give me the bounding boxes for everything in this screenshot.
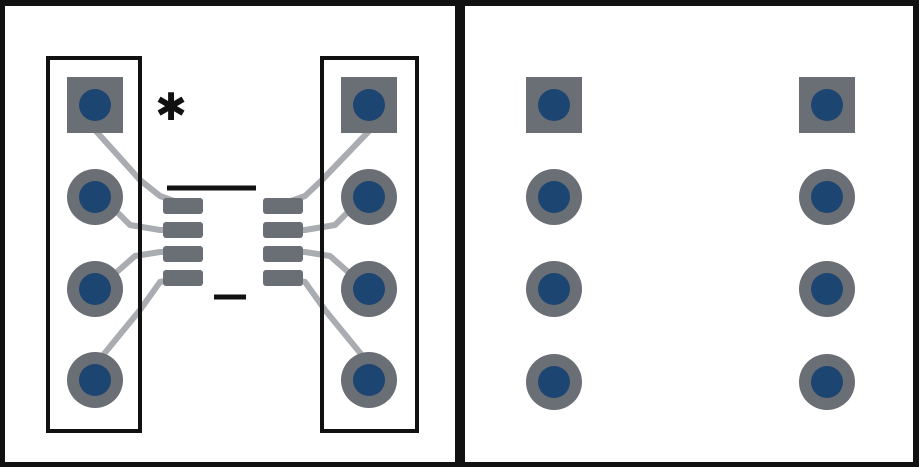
via — [811, 273, 843, 305]
via — [538, 366, 570, 398]
via — [353, 273, 385, 305]
ic-pads-left — [163, 198, 203, 286]
via — [811, 366, 843, 398]
via — [811, 181, 843, 213]
via — [538, 181, 570, 213]
right-header-pads — [341, 77, 397, 408]
right-panel-left-column — [526, 77, 582, 410]
via — [538, 89, 570, 121]
left-header-pads — [67, 77, 123, 408]
via — [811, 89, 843, 121]
via — [79, 364, 111, 396]
via — [79, 181, 111, 213]
ic-pads-right — [263, 198, 303, 286]
pin1-marker-icon: ✱ — [155, 85, 187, 129]
left-header-outline — [46, 56, 142, 433]
right-panel-border — [459, 0, 919, 467]
via — [353, 181, 385, 213]
via — [79, 89, 111, 121]
via — [353, 364, 385, 396]
right-header-outline — [320, 56, 419, 433]
left-panel-border — [0, 0, 461, 467]
via — [538, 273, 570, 305]
via — [353, 89, 385, 121]
via — [79, 273, 111, 305]
traces — [92, 127, 373, 368]
right-panel-right-column — [799, 77, 855, 410]
